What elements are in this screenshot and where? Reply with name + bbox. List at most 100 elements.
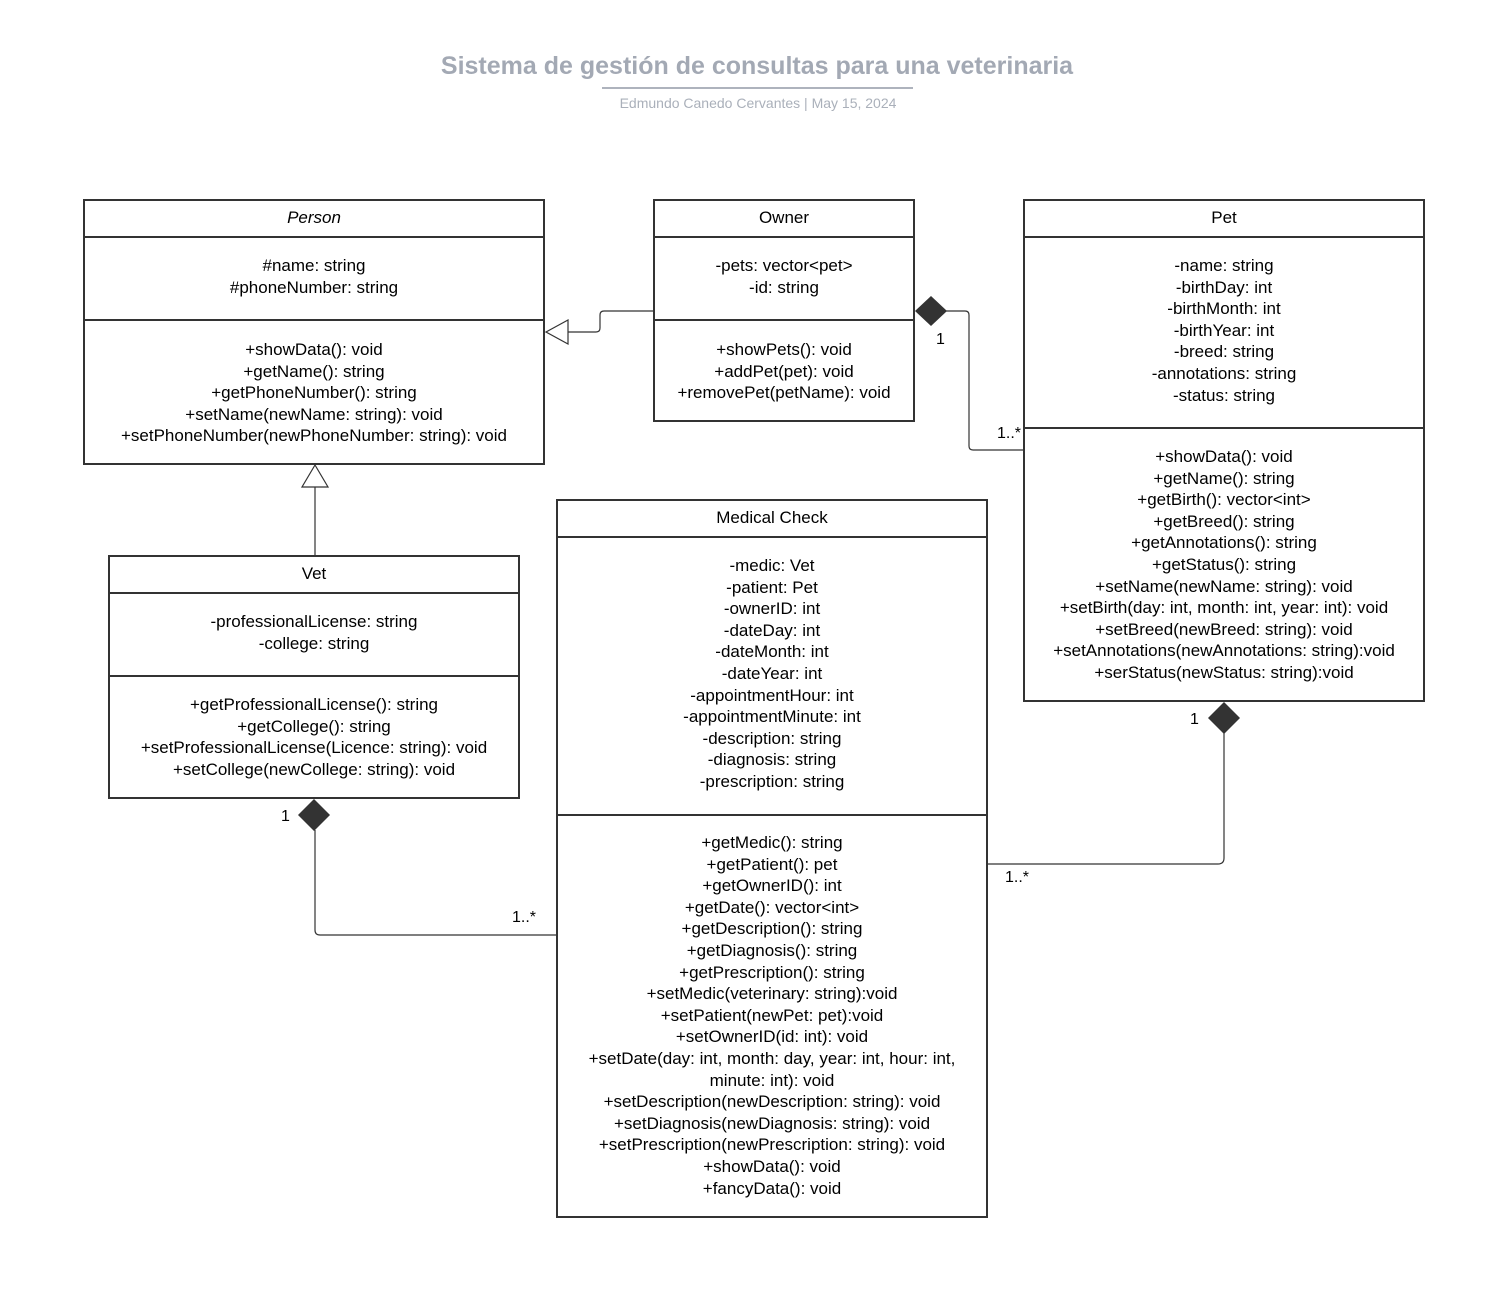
multiplicity-pet-check-many: 1..* <box>1005 869 1030 886</box>
owner-pet-composition-diamond <box>915 296 947 326</box>
owner-pet-composition-line <box>946 310 1024 451</box>
attribute: -dateMonth: int <box>715 642 829 662</box>
pet-check-composition-line <box>987 733 1225 865</box>
attribute: -annotations: string <box>1151 363 1297 383</box>
diagram-title: Sistema de gestión de consultas para una… <box>440 52 1074 80</box>
method: +showData(): void <box>1155 447 1293 466</box>
method: +getDescription(): string <box>681 919 863 939</box>
multiplicity-owner-pet-one: 1 <box>936 331 945 348</box>
attribute: -id: string <box>749 277 819 297</box>
method: +showPets(): void <box>716 340 852 359</box>
class-pet[interactable]: Pet -name: string -birthDay: int -birthM… <box>1023 199 1425 702</box>
method: +getDiagnosis(): string <box>686 940 858 960</box>
method: +getMedic(): string <box>701 833 843 852</box>
method: +getProfessionalLicense(): string <box>189 695 439 714</box>
owner-person-generalization-line <box>568 310 654 333</box>
attribute: -description: string <box>702 728 842 748</box>
method: +addPet(pet): void <box>714 361 854 381</box>
method: +removePet(petName): void <box>677 383 891 403</box>
class-name: Person <box>85 201 543 238</box>
attribute: -ownerID: int <box>723 599 821 619</box>
method: +setBreed(newBreed: string): void <box>1095 619 1353 639</box>
multiplicity-owner-pet-many: 1..* <box>997 425 1022 442</box>
method: +getBreed(): string <box>1153 511 1295 531</box>
method: minute: int): void <box>709 1070 835 1090</box>
method: +getDate(): vector<int> <box>684 897 860 917</box>
method: +showData(): void <box>245 340 383 359</box>
class-vet[interactable]: Vet -professionalLicense: string -colleg… <box>108 555 520 799</box>
method: +setPhoneNumber(newPhoneNumber: string):… <box>120 426 507 446</box>
method: +getOwnerID(): int <box>702 876 842 896</box>
method: +setCollege(newCollege: string): void <box>172 759 456 779</box>
method: +setName(newName: string): void <box>185 404 443 424</box>
vet-check-composition-diamond <box>298 799 330 831</box>
method: +setDiagnosis(newDiagnosis: string): voi… <box>613 1113 931 1133</box>
multiplicity-vet-check-one: 1 <box>281 808 290 825</box>
class-name: Medical Check <box>558 501 986 538</box>
methods-section: +getProfessionalLicense(): string +getCo… <box>110 675 518 780</box>
vet-person-generalization-arrow <box>300 463 330 488</box>
attribute: -prescription: string <box>699 771 845 791</box>
method: +showData(): void <box>703 1156 841 1176</box>
method: +setDate(day: int, month: day, year: int… <box>588 1048 956 1068</box>
method: +serStatus(newStatus: string):void <box>1094 662 1354 682</box>
method: +setMedic(veterinary: string):void <box>646 984 898 1004</box>
method: +fancyData(): void <box>702 1178 842 1198</box>
attribute: -birthYear: int <box>1173 320 1275 340</box>
pet-check-composition-diamond <box>1208 702 1240 734</box>
class-medical-check[interactable]: Medical Check -medic: Vet -patient: Pet … <box>556 499 988 1218</box>
attribute: -appointmentHour: int <box>690 685 854 705</box>
attribute: -dateDay: int <box>723 620 821 640</box>
attribute: -pets: vector<pet> <box>715 256 853 275</box>
method: +getBirth(): vector<int> <box>1137 490 1311 510</box>
multiplicity-pet-check-one: 1 <box>1190 711 1199 728</box>
method: +getName(): string <box>1153 468 1295 488</box>
method: +setBirth(day: int, month: int, year: in… <box>1059 598 1389 618</box>
attribute: -medic: Vet <box>729 556 815 575</box>
class-name: Owner <box>655 201 913 238</box>
title-underline <box>602 87 913 89</box>
method: +getPatient(): pet <box>706 854 838 874</box>
method: +setPrescription(newPrescription: string… <box>598 1135 946 1155</box>
method: +getAnnotations(): string <box>1131 533 1317 553</box>
method: +getCollege(): string <box>237 716 391 736</box>
attribute: -birthMonth: int <box>1167 299 1281 319</box>
method: +setPatient(newPet: pet):void <box>660 1005 884 1025</box>
attribute: -dateYear: int <box>721 663 823 683</box>
method: +setOwnerID(id: int): void <box>675 1027 869 1047</box>
class-name: Pet <box>1025 201 1423 238</box>
attribute: #phoneNumber: string <box>229 277 399 297</box>
method: +setProfessionalLicense(Licence: string)… <box>140 738 488 758</box>
attribute: -birthDay: int <box>1175 277 1273 297</box>
attribute: -college: string <box>258 633 370 653</box>
methods-section: +showData(): void +getName(): string +ge… <box>85 319 543 447</box>
class-name: Vet <box>110 557 518 594</box>
attribute: -patient: Pet <box>726 577 818 597</box>
method: +setName(newName: string): void <box>1095 576 1353 596</box>
method: +setAnnotations(newAnnotations: string):… <box>1053 641 1395 661</box>
attributes-section: -name: string -birthDay: int -birthMonth… <box>1025 238 1423 427</box>
method: +setDescription(newDescription: string):… <box>603 1092 941 1112</box>
diagram-subtitle: Edmundo Canedo Cervantes | May 15, 2024 <box>619 95 897 111</box>
methods-section: +showPets(): void +addPet(pet): void +re… <box>655 319 913 404</box>
attributes-section: -medic: Vet -patient: Pet -ownerID: int … <box>558 538 986 814</box>
attribute: -name: string <box>1174 256 1274 275</box>
class-owner[interactable]: Owner -pets: vector<pet> -id: string +sh… <box>653 199 915 422</box>
method: +getPrescription(): string <box>679 962 865 982</box>
multiplicity-vet-check-many: 1..* <box>512 909 537 926</box>
method: +getStatus(): string <box>1151 554 1297 574</box>
methods-section: +showData(): void +getName(): string +ge… <box>1025 427 1423 684</box>
attributes-section: -pets: vector<pet> -id: string <box>655 238 913 319</box>
attribute: -diagnosis: string <box>707 750 837 770</box>
class-person[interactable]: Person #name: string #phoneNumber: strin… <box>83 199 545 465</box>
attributes-section: #name: string #phoneNumber: string <box>85 238 543 319</box>
vet-check-composition-line <box>314 830 557 936</box>
method: +getPhoneNumber(): string <box>211 383 417 403</box>
attributes-section: -professionalLicense: string -college: s… <box>110 594 518 675</box>
attribute: -status: string <box>1172 385 1276 405</box>
attribute: -breed: string <box>1173 342 1275 362</box>
attribute: -appointmentMinute: int <box>683 707 861 727</box>
attribute: #name: string <box>262 256 366 275</box>
method: +getName(): string <box>243 361 385 381</box>
